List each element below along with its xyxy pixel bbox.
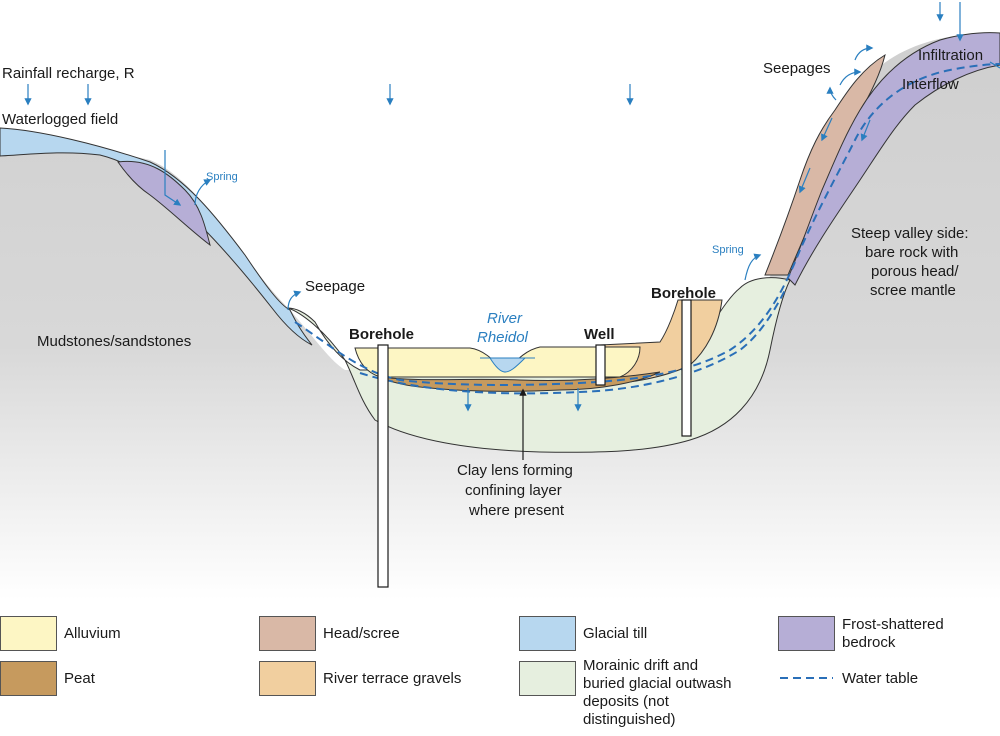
legend-swatch-terrace-gravels <box>259 661 316 696</box>
legend: Alluvium Head/scree Glacial till Frost-s… <box>0 610 1000 736</box>
well-label: Well <box>584 326 615 343</box>
well <box>595 344 606 386</box>
seepages-arrow <box>826 86 837 101</box>
river-label-2: Rheidol <box>477 329 529 346</box>
clay-label-2: confining layer <box>465 482 562 499</box>
seepages-label: Seepages <box>763 60 831 77</box>
legend-label-terrace-gravels: River terrace gravels <box>323 670 462 687</box>
spring-arrow-right <box>744 253 762 281</box>
legend-swatch-alluvium <box>0 616 57 651</box>
morainic-drift-layer <box>287 277 791 453</box>
steep-label-4: scree mantle <box>870 282 956 299</box>
steep-label-3: porous head/ <box>871 263 959 280</box>
legend-label-frost-shattered: Frost-shattered bedrock <box>842 616 944 651</box>
legend-swatch-head-scree <box>259 616 316 651</box>
bedrock-layer <box>0 34 1000 600</box>
legend-label-water-table: Water table <box>842 670 919 687</box>
seepages-arrow <box>839 68 862 86</box>
mudstones-label: Mudstones/sandstones <box>37 333 191 350</box>
rainfall-label: Rainfall recharge, R <box>2 65 135 82</box>
seep-slope-arrow <box>798 167 811 194</box>
interflow-arrow <box>860 119 871 142</box>
spring-flow-left <box>164 150 182 206</box>
legend-label-morainic: Morainic drift and buried glacial outwas… <box>583 657 732 728</box>
frost-shattered-left <box>117 160 211 247</box>
legend-swatch-frost-shattered <box>778 616 835 651</box>
spring-label-right: Spring <box>712 244 744 256</box>
legend-label-alluvium: Alluvium <box>64 625 121 642</box>
waterlogged-label: Waterlogged field <box>2 111 118 128</box>
borehole-left <box>377 344 389 588</box>
infiltration-label: Infiltration <box>918 47 983 64</box>
seepages-arrow <box>854 44 874 61</box>
legend-swatch-glacial-till <box>519 616 576 651</box>
seepage-label: Seepage <box>305 278 365 295</box>
legend-label-peat: Peat <box>64 670 95 687</box>
water-table-line-lower <box>359 289 786 395</box>
legend-swatch-morainic <box>519 661 576 696</box>
clay-label-1: Clay lens forming <box>457 462 573 479</box>
legend-swatch-peat <box>0 661 57 696</box>
seep-slope-arrow <box>821 117 833 142</box>
borehole-left-label: Borehole <box>349 326 414 343</box>
clay-label-3: where present <box>468 502 565 519</box>
steep-label-1: Steep valley side: <box>851 225 969 242</box>
river-label-1: River <box>487 310 523 327</box>
frost-shattered-right <box>787 32 1000 286</box>
spring-label-left: Spring <box>206 171 238 183</box>
interflow-label: Interflow <box>902 76 959 93</box>
spring-arrow-left <box>194 179 212 206</box>
interflow-arrow <box>989 61 1000 69</box>
seepage-arrow <box>287 290 302 311</box>
legend-swatch-water-table <box>780 677 833 679</box>
river-water <box>489 357 527 373</box>
steep-label-2: bare rock with <box>865 244 958 261</box>
legend-label-glacial-till: Glacial till <box>583 625 648 642</box>
water-table-line <box>294 63 1000 386</box>
borehole-right <box>681 299 692 437</box>
borehole-right-label: Borehole <box>651 285 716 302</box>
legend-label-head-scree: Head/scree <box>323 625 400 642</box>
